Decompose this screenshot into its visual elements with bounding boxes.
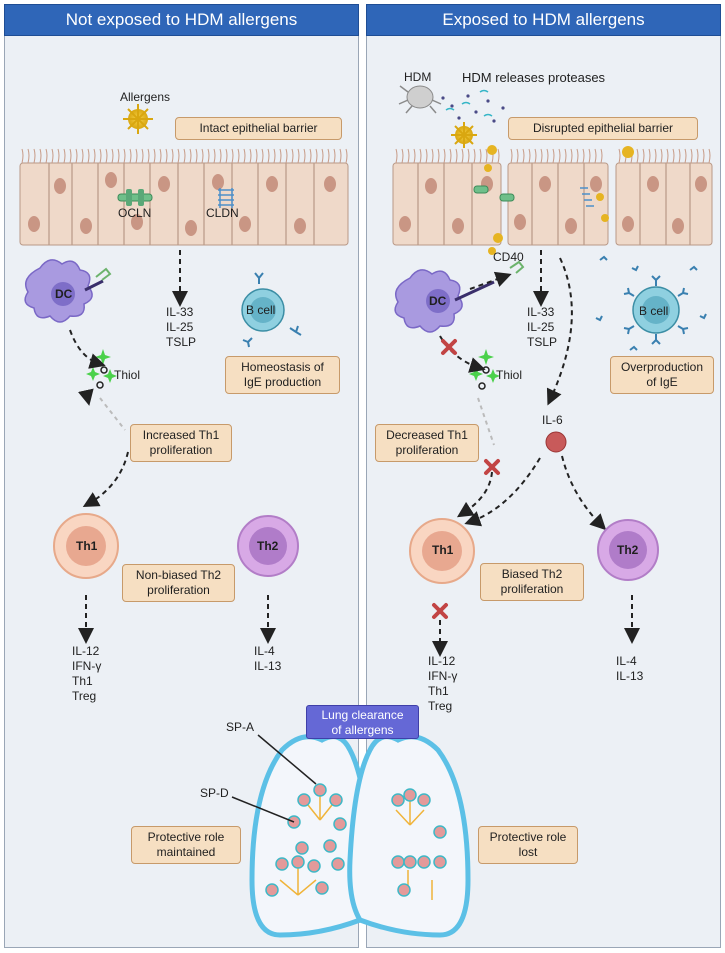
- right-barrier-label: Disrupted epithelial barrier: [508, 117, 698, 140]
- right-dendritic-cell-icon: [394, 260, 525, 333]
- right-th1-cell-icon: [409, 518, 475, 584]
- inhibition-cross-icons: [432, 339, 500, 619]
- broken-ocln-icon: [473, 185, 515, 202]
- proteases-label: HDM releases proteases: [462, 70, 606, 85]
- left-panel-title: Not exposed to HDM allergens: [4, 4, 359, 36]
- allergen-icon: [123, 104, 153, 134]
- left-th1-cell-icon: [53, 513, 119, 579]
- right-b-cell-label: B cell: [639, 304, 669, 318]
- right-b-cell-icon: [595, 255, 707, 351]
- hdm-mite-icon: [398, 85, 442, 114]
- broken-cldn-icon: [580, 187, 594, 207]
- left-thiol-icon: [86, 349, 117, 389]
- cd40-label: CD40: [493, 250, 524, 264]
- cldn-junction-icon: [218, 188, 234, 208]
- right-dc-label: DC: [429, 294, 447, 308]
- right-allergen-icons: [451, 122, 634, 255]
- proteases-icon: [441, 89, 505, 123]
- left-th2-cell-icon: [237, 515, 299, 577]
- left-barrier-label: Intact epithelial barrier: [175, 117, 342, 140]
- left-allergens-label: Allergens: [120, 90, 171, 104]
- left-th2-label: Th2: [257, 539, 279, 553]
- right-epithelium: [392, 148, 713, 246]
- right-panel-title: Exposed to HDM allergens: [366, 4, 721, 36]
- left-epithelium: [19, 148, 349, 246]
- hdm-label: HDM: [404, 70, 432, 84]
- right-th2-cell-icon: [597, 519, 659, 581]
- sp-d-label: SP-D: [200, 786, 229, 800]
- sp-a-label: SP-A: [226, 720, 255, 734]
- right-th2-label: Th2: [617, 543, 639, 557]
- il6-molecule-icon: [545, 431, 567, 453]
- ocln-junction-icon: [117, 189, 153, 206]
- left-b-cell-label: B cell: [246, 303, 276, 317]
- cldn-label: CLDN: [206, 206, 239, 220]
- left-dc-label: DC: [55, 287, 73, 301]
- ocln-label: OCLN: [118, 206, 152, 220]
- left-panel: Not exposed to HDM allergens: [4, 4, 359, 948]
- right-thiol-label: Thiol: [496, 368, 523, 382]
- lungs-icon: [231, 734, 471, 938]
- left-thiol-label: Thiol: [114, 368, 141, 382]
- left-th1-label: Th1: [76, 539, 98, 553]
- left-b-cell-icon: [241, 272, 302, 348]
- il6-label: IL-6: [542, 413, 563, 427]
- left-dendritic-cell-icon: [24, 259, 112, 323]
- right-th1-label: Th1: [432, 543, 454, 557]
